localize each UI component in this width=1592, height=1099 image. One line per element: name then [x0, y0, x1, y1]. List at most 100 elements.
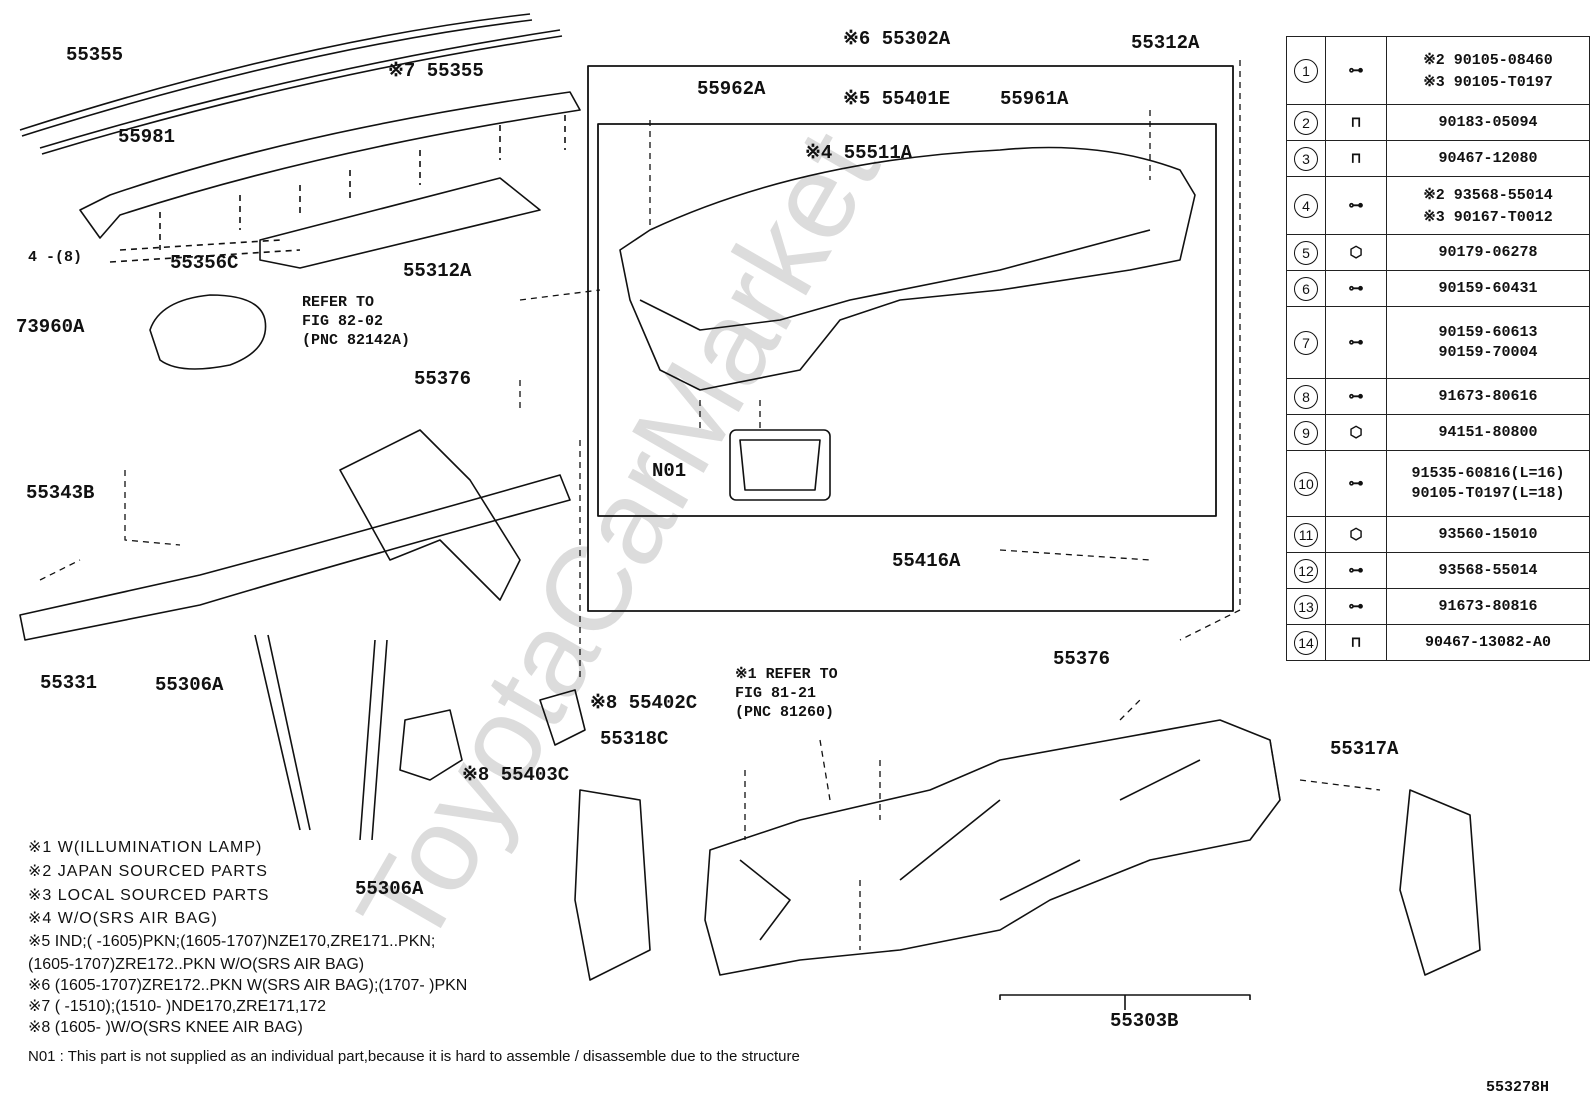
callout-55318c[interactable]: 55318C [600, 728, 669, 750]
callout-55331[interactable]: 55331 [40, 672, 98, 694]
callout-55401e[interactable]: ※5 55401E [843, 88, 951, 110]
part-number[interactable]: 90467-13082-A0 [1424, 634, 1552, 651]
index-circle: 9 [1294, 420, 1318, 445]
note-line: ※7 ( -1510);(1510- )NDE170,ZRE171,172 [28, 998, 326, 1015]
callout-55302a[interactable]: ※6 55302A [843, 28, 951, 50]
callout-bolt-4[interactable]: 4 -(8) [28, 249, 83, 266]
part-number[interactable]: ※3 90105-T0197 [1423, 74, 1553, 91]
airbag-73960a [149, 294, 267, 370]
index-circle: 2 [1294, 110, 1318, 135]
brace-left [254, 634, 311, 831]
parts-table-row[interactable]: 2⊓90183-05094 [1286, 104, 1590, 141]
part-number[interactable]: ※2 90105-08460 [1423, 52, 1553, 69]
parts-table-row[interactable]: 5⬡90179-06278 [1286, 234, 1590, 271]
part-number[interactable]: 90467-12080 [1438, 150, 1538, 167]
part-number[interactable]: 93560-15010 [1438, 526, 1538, 543]
callout-55343b[interactable]: 55343B [26, 482, 95, 504]
row-index: 7 [1286, 306, 1326, 379]
parts-table-row[interactable]: 11⬡ 93560-15010 [1286, 516, 1590, 553]
part-number[interactable]: 93568-55014 [1438, 562, 1538, 579]
bolt-icon: ⊶ [1325, 588, 1387, 625]
parts-table-row[interactable]: 6 ⊶ 90159-60431 [1286, 270, 1590, 307]
panel-55402c [539, 689, 586, 746]
callout-55376-lower[interactable]: 55376 [1053, 648, 1111, 670]
bolt-icon: ⊶ [1325, 36, 1387, 105]
callout-55981[interactable]: 55981 [118, 126, 176, 148]
callout-55303b[interactable]: 55303B [1110, 1010, 1179, 1032]
part-numbers: 91673-80616 [1386, 378, 1590, 415]
index-circle: 13 [1294, 594, 1318, 619]
part-number[interactable]: 90159-60431 [1438, 280, 1538, 297]
callout-55962a[interactable]: 55962A [697, 78, 766, 100]
note-line: ※2 JAPAN SOURCED PARTS [28, 863, 268, 880]
upper-panel [79, 91, 581, 239]
callout-ref-fig-81[interactable]: ※1 REFER TO FIG 81-21 (PNC 81260) [735, 666, 838, 721]
callout-55355[interactable]: 55355 [66, 44, 124, 66]
row-index: 9 [1286, 414, 1326, 451]
clip-icon: ⊓ [1325, 624, 1387, 661]
index-circle: 12 [1294, 558, 1318, 583]
part-number[interactable]: 90179-06278 [1438, 244, 1538, 261]
part-number[interactable]: 94151-80800 [1438, 424, 1538, 441]
index-circle: 3 [1294, 146, 1318, 171]
callout-55416a[interactable]: 55416A [892, 550, 961, 572]
callout-55356c[interactable]: 55356C [170, 252, 239, 274]
parts-table-row[interactable]: 3⊓90467-12080 [1286, 140, 1590, 177]
part-number[interactable]: 90105-T0197(L=18) [1411, 485, 1565, 502]
callout-55511a[interactable]: ※4 55511A [805, 142, 913, 164]
callout-55376-upper[interactable]: 55376 [414, 368, 472, 390]
part-numbers: ※2 90105-08460 ※3 90105-T0197 [1386, 36, 1590, 105]
note-line: ※6 (1605-1707)ZRE172..PKN W(SRS AIR BAG)… [28, 977, 468, 994]
part-number[interactable]: ※3 90167-T0012 [1423, 209, 1553, 226]
callout-55403c[interactable]: ※8 55403C [462, 764, 570, 786]
callout-55317a[interactable]: 55317A [1330, 738, 1399, 760]
row-index: 5 [1286, 234, 1326, 271]
row-index: 1 [1286, 36, 1326, 105]
bolt-icon: ⊶ [1325, 270, 1387, 307]
parts-table-row[interactable]: 8⊶91673-80616 [1286, 378, 1590, 415]
parts-table-row[interactable]: 14⊓90467-13082-A0 [1286, 624, 1590, 661]
parts-table-row[interactable]: 9⬡94151-80800 [1286, 414, 1590, 451]
parts-table-row[interactable]: 4⊶※2 93568-55014※3 90167-T0012 [1286, 176, 1590, 235]
callout-55355-var[interactable]: ※7 55355 [388, 60, 484, 82]
part-number[interactable]: 91673-80816 [1438, 598, 1538, 615]
row-index: 8 [1286, 378, 1326, 415]
parts-table-row[interactable]: 1 ⊶ ※2 90105-08460 ※3 90105-T0197 [1286, 36, 1590, 105]
inner-frame [597, 123, 1217, 517]
part-number[interactable]: 91535-60816(L=16) [1411, 465, 1565, 482]
callout-73960a[interactable]: 73960A [16, 316, 85, 338]
callout-55402c[interactable]: ※8 55402C [590, 692, 698, 714]
row-index: 11 [1286, 516, 1326, 553]
parts-table-row[interactable]: 12 ⊶ 93568-55014 [1286, 552, 1590, 589]
parts-table-row[interactable]: 10⊶91535-60816(L=16)90105-T0197(L=18) [1286, 450, 1590, 517]
part-number[interactable]: 90159-60613 [1438, 324, 1538, 341]
outer-frame [587, 65, 1234, 612]
note-line: (1605-1707)ZRE172..PKN W/O(SRS AIR BAG) [28, 956, 365, 973]
part-number[interactable]: 91673-80616 [1438, 388, 1538, 405]
callout-55306a-right[interactable]: 55306A [355, 878, 424, 900]
part-number[interactable]: 90159-70004 [1438, 344, 1538, 361]
side-cover-55318c [574, 789, 651, 981]
nut-icon: ⬡ [1325, 516, 1387, 553]
callout-55961a[interactable]: 55961A [1000, 88, 1069, 110]
callout-55312a-top[interactable]: 55312A [1131, 32, 1200, 54]
part-number[interactable]: 90183-05094 [1438, 114, 1538, 131]
part-numbers: 90179-06278 [1386, 234, 1590, 271]
index-circle: 6 [1294, 276, 1318, 301]
bolt-icon: ⊶ [1325, 552, 1387, 589]
parts-table-row[interactable]: 13 ⊶ 91673-80816 [1286, 588, 1590, 625]
callout-55306a-left[interactable]: 55306A [155, 674, 224, 696]
part-number[interactable]: ※2 93568-55014 [1423, 187, 1553, 204]
callout-ref-fig-82[interactable]: REFER TO FIG 82-02 (PNC 82142A) [302, 294, 411, 349]
bolt-icon: ⊶ [1325, 450, 1387, 517]
callout-n01[interactable]: N01 [652, 460, 687, 482]
index-circle: 1 [1294, 58, 1318, 83]
part-numbers: 91673-80816 [1386, 588, 1590, 625]
crossbar-bracket [339, 429, 521, 601]
leader-lines [39, 60, 1381, 950]
bolt-icon: ⊶ [1325, 176, 1387, 235]
row-index: 12 [1286, 552, 1326, 589]
callout-55312a[interactable]: 55312A [403, 260, 472, 282]
